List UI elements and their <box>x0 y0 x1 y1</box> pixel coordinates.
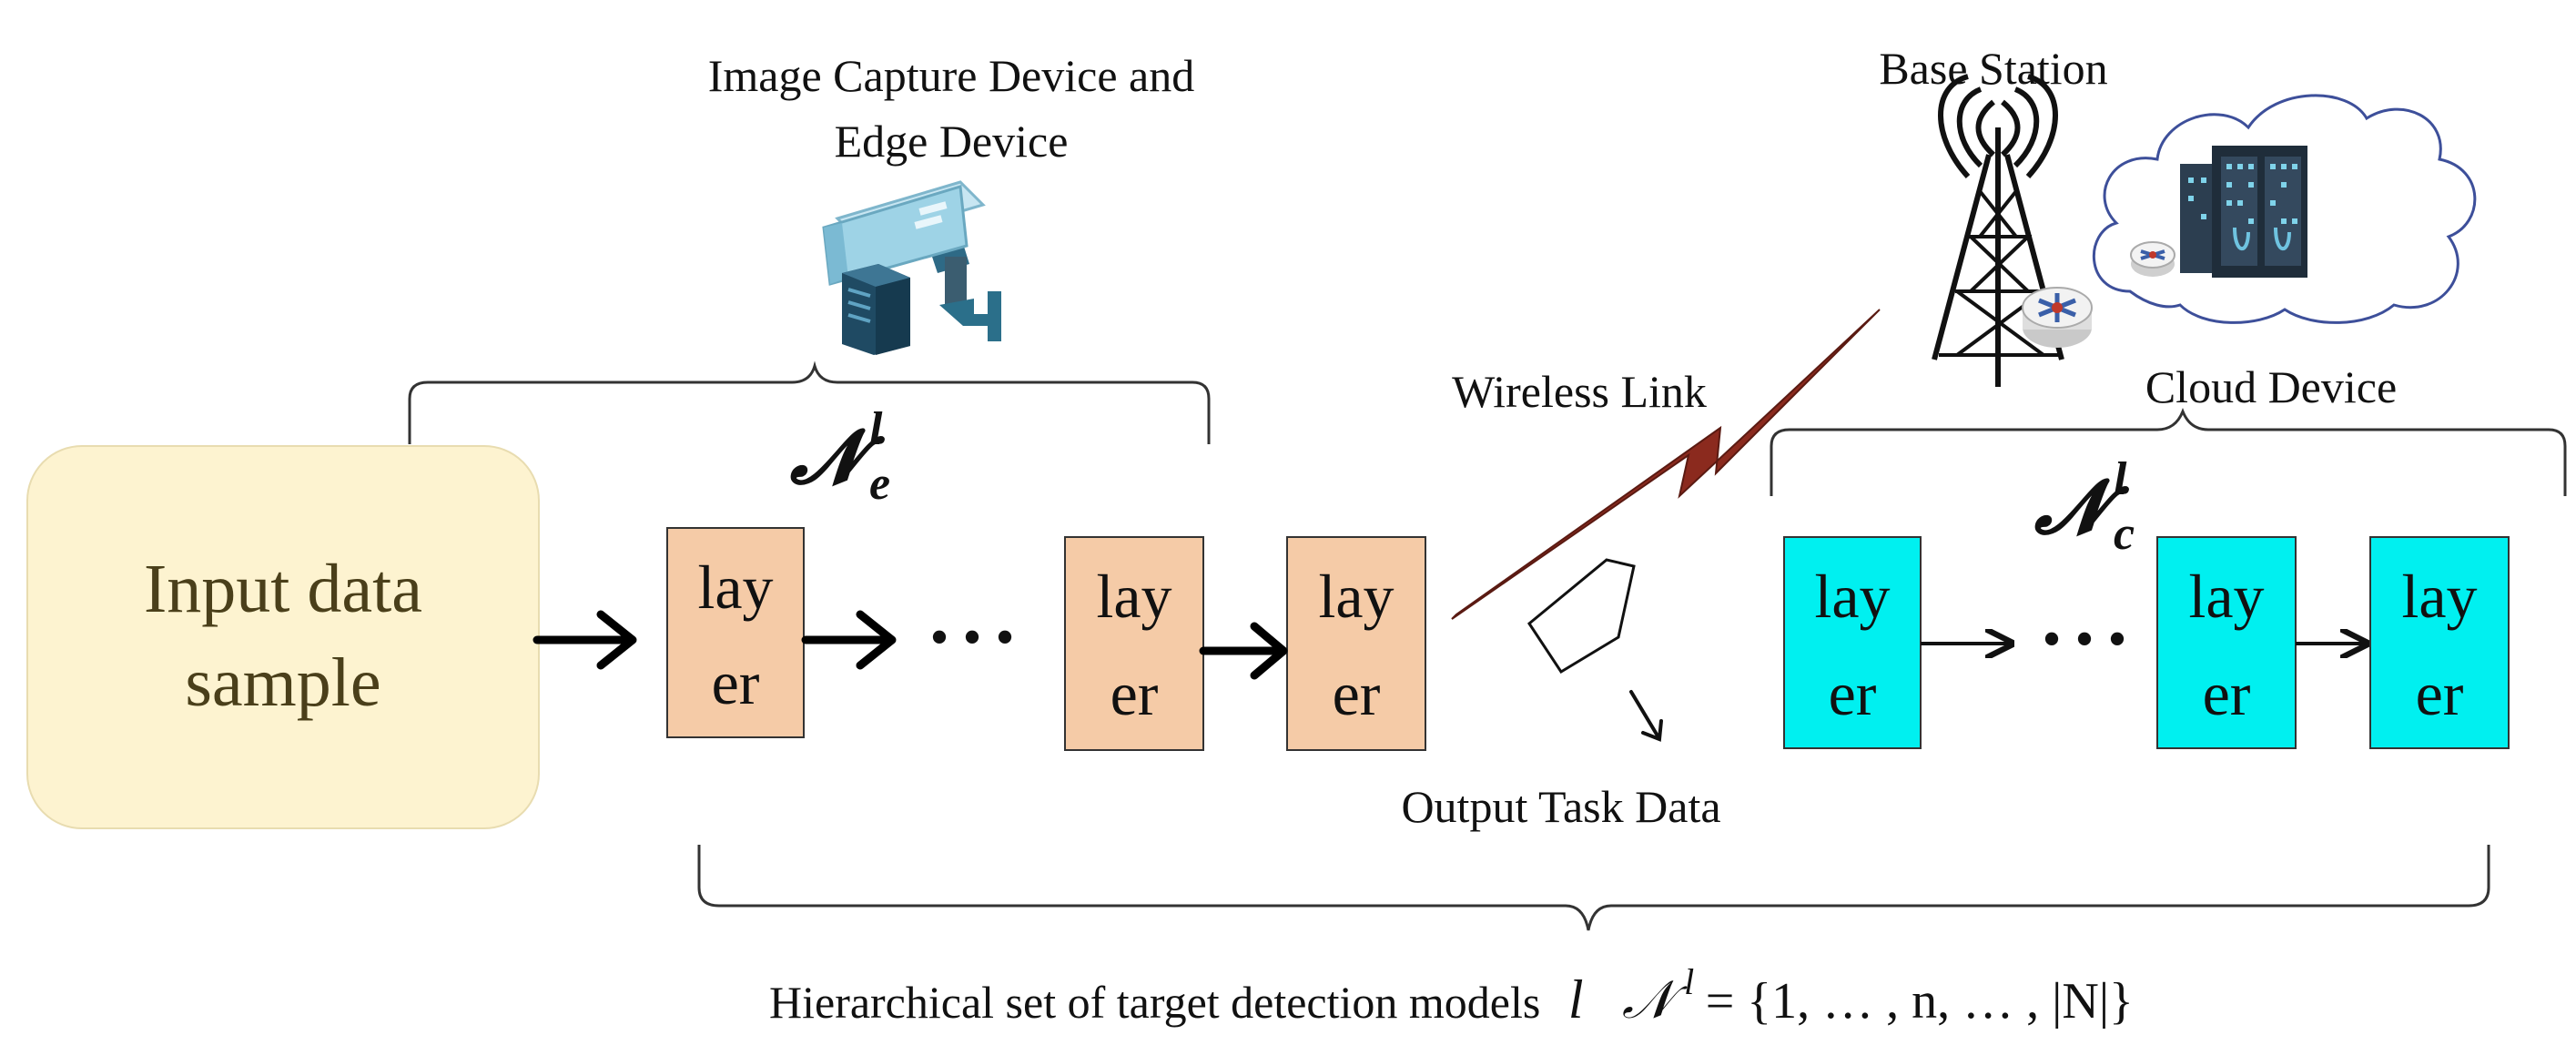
edge-ellipsis: • • • <box>929 607 1014 667</box>
edge-group-label-line1: Image Capture Device and <box>708 50 1194 101</box>
edge-layer-2-label-line2: er <box>1111 659 1159 728</box>
cloud-set-subscript: c <box>2114 508 2135 560</box>
base-station-label: Base Station <box>1879 43 2107 94</box>
cloud-layer-3: lay er <box>2369 536 2510 749</box>
edge-layer-3-label-line2: er <box>1333 659 1381 728</box>
edge-layer-2: lay er <box>1064 536 1204 751</box>
hierarchy-brace <box>697 845 2490 931</box>
edge-server-icon <box>842 264 910 355</box>
wireless-link-label: Wireless Link <box>1452 366 1707 417</box>
edge-layer-2-label-line1: lay <box>1096 562 1171 631</box>
cloud-layer-3-label-line2: er <box>2416 659 2464 728</box>
edge-group-label-line2: Edge Device <box>835 116 1069 167</box>
cloud-ellipsis: • • • <box>2042 609 2126 669</box>
wireless-link-bolt <box>1451 309 1881 620</box>
cloud-set-superscript: l <box>2114 453 2127 505</box>
edge-set-subscript: e <box>869 458 890 510</box>
input-data-label-line2: sample <box>185 644 380 721</box>
edge-layer-1: lay er <box>666 527 805 738</box>
router-icon <box>2022 287 2093 348</box>
hierarchy-caption-prefix: Hierarchical set of target detection mod… <box>769 977 1540 1028</box>
hierarchy-caption-formula: = {1, … , n, … , |N|} <box>1706 973 2134 1030</box>
edge-group-brace <box>408 360 1211 444</box>
cloud-layer-2-label-line1: lay <box>2188 562 2264 631</box>
hierarchy-caption: Hierarchical set of target detection mod… <box>769 953 2134 1030</box>
arrow-layer1-to-ellipsis <box>801 610 897 670</box>
cloud-group-brace <box>1770 407 2567 496</box>
hierarchy-caption-symbol: 𝒩 <box>1622 970 1688 1030</box>
output-task-data-label: Output Task Data <box>1401 781 1720 832</box>
cloud-layer-1-label-line1: lay <box>1814 562 1890 631</box>
cloud-layer-2: lay er <box>2156 536 2297 749</box>
edge-model-set-label: 𝓝 l e <box>789 403 890 510</box>
input-data-label-line1: Input data <box>144 551 422 627</box>
cloud-layer-3-label-line1: lay <box>2401 562 2477 631</box>
output-arrow <box>1629 690 1663 742</box>
cloud-layer-1-label-line2: er <box>1829 659 1877 728</box>
cloud-server-icon <box>2130 146 2307 278</box>
hierarchy-caption-l: l <box>1568 969 1584 1030</box>
edge-set-superscript: l <box>869 403 883 455</box>
arrow-input-to-layer <box>532 610 637 670</box>
edge-layer-3: lay er <box>1286 536 1426 751</box>
edge-layer-3-label-line1: lay <box>1318 562 1394 631</box>
cloud-layer-2-label-line2: er <box>2203 659 2251 728</box>
cloud-layer-1: lay er <box>1783 536 1922 749</box>
hierarchy-caption-sup: l <box>1684 961 1694 1002</box>
output-data-icon <box>1527 558 1636 675</box>
camera-icon <box>822 180 1001 341</box>
cloud-device-label: Cloud Device <box>2145 361 2397 412</box>
edge-layer-1-label-line2: er <box>712 648 760 717</box>
edge-layer-1-label-line1: lay <box>697 553 773 622</box>
arrow-layer2-to-layer3 <box>1199 622 1288 680</box>
cloud-model-set-label: 𝓝 l c <box>2033 453 2135 560</box>
input-data-box <box>26 445 540 829</box>
